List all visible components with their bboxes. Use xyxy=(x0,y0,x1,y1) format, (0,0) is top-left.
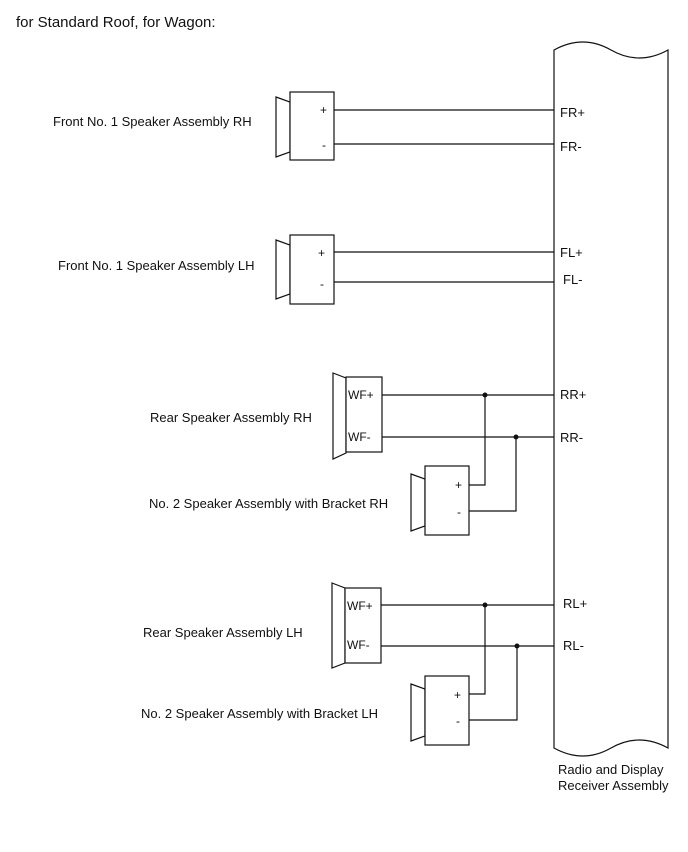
speaker-front-lh: Front No. 1 Speaker Assembly LH + - xyxy=(58,234,554,305)
receiver-name-line2: Receiver Assembly xyxy=(558,778,669,793)
pin-plus: + xyxy=(454,688,461,702)
speaker-icon xyxy=(410,683,426,742)
pin-plus: + xyxy=(318,246,325,260)
speaker-no2-lh-connector xyxy=(424,675,470,746)
speaker-no2-rh-connector xyxy=(424,465,470,536)
speaker-no2-rh-label: No. 2 Speaker Assembly with Bracket RH xyxy=(149,496,388,511)
pin-rl-minus: RL- xyxy=(563,638,584,653)
speaker-no2-lh: No. 2 Speaker Assembly with Bracket LH +… xyxy=(141,605,518,746)
pin-minus: - xyxy=(322,138,326,152)
speaker-no2-lh-label: No. 2 Speaker Assembly with Bracket LH xyxy=(141,706,378,721)
wire-no2-rh-minus xyxy=(469,437,517,512)
speaker-rear-rh-connector xyxy=(345,376,383,453)
pin-minus: - xyxy=(320,277,324,291)
pin-rr-minus: RR- xyxy=(560,430,583,445)
speaker-rear-lh-label: Rear Speaker Assembly LH xyxy=(143,625,303,640)
pin-wf-plus: WF+ xyxy=(348,388,374,402)
speaker-icon xyxy=(410,473,426,532)
pin-plus: + xyxy=(320,103,327,117)
pin-wf-minus: WF- xyxy=(348,430,371,444)
speaker-front-lh-connector xyxy=(289,234,335,305)
speaker-icon xyxy=(275,96,291,158)
pin-plus: + xyxy=(455,478,462,492)
pin-minus: - xyxy=(457,505,461,519)
wire-no2-rh-plus xyxy=(469,395,486,486)
pin-fl-minus: FL- xyxy=(563,272,583,287)
pin-fr-plus: FR+ xyxy=(560,105,585,120)
pin-fr-minus: FR- xyxy=(560,139,582,154)
wire-no2-lh-plus xyxy=(469,605,486,695)
speaker-front-rh-label: Front No. 1 Speaker Assembly RH xyxy=(53,114,252,129)
pin-fl-plus: FL+ xyxy=(560,245,583,260)
pin-wf-plus: WF+ xyxy=(347,599,373,613)
speaker-front-lh-label: Front No. 1 Speaker Assembly LH xyxy=(58,258,255,273)
speaker-rear-rh-label: Rear Speaker Assembly RH xyxy=(150,410,312,425)
speaker-icon xyxy=(332,372,347,460)
pin-rl-plus: RL+ xyxy=(563,596,587,611)
pin-rr-plus: RR+ xyxy=(560,387,586,402)
speaker-rear-lh-connector xyxy=(344,587,382,664)
receiver-assembly: Radio and Display Receiver Assembly xyxy=(553,41,669,793)
speaker-rear-rh: Rear Speaker Assembly RH WF+ WF- xyxy=(150,372,554,460)
speaker-icon xyxy=(331,582,346,669)
diagram-header: for Standard Roof, for Wagon: xyxy=(16,14,216,31)
speaker-no2-rh: No. 2 Speaker Assembly with Bracket RH +… xyxy=(149,395,517,536)
receiver-name-line1: Radio and Display xyxy=(558,762,664,777)
pin-minus: - xyxy=(456,714,460,728)
speaker-front-rh-connector xyxy=(289,91,335,161)
speaker-icon xyxy=(275,239,291,300)
wire-no2-lh-minus xyxy=(469,646,518,721)
speaker-rear-lh: Rear Speaker Assembly LH WF+ WF- xyxy=(143,582,554,669)
pin-wf-minus: WF- xyxy=(347,638,370,652)
speaker-front-rh: Front No. 1 Speaker Assembly RH + - xyxy=(53,91,554,161)
